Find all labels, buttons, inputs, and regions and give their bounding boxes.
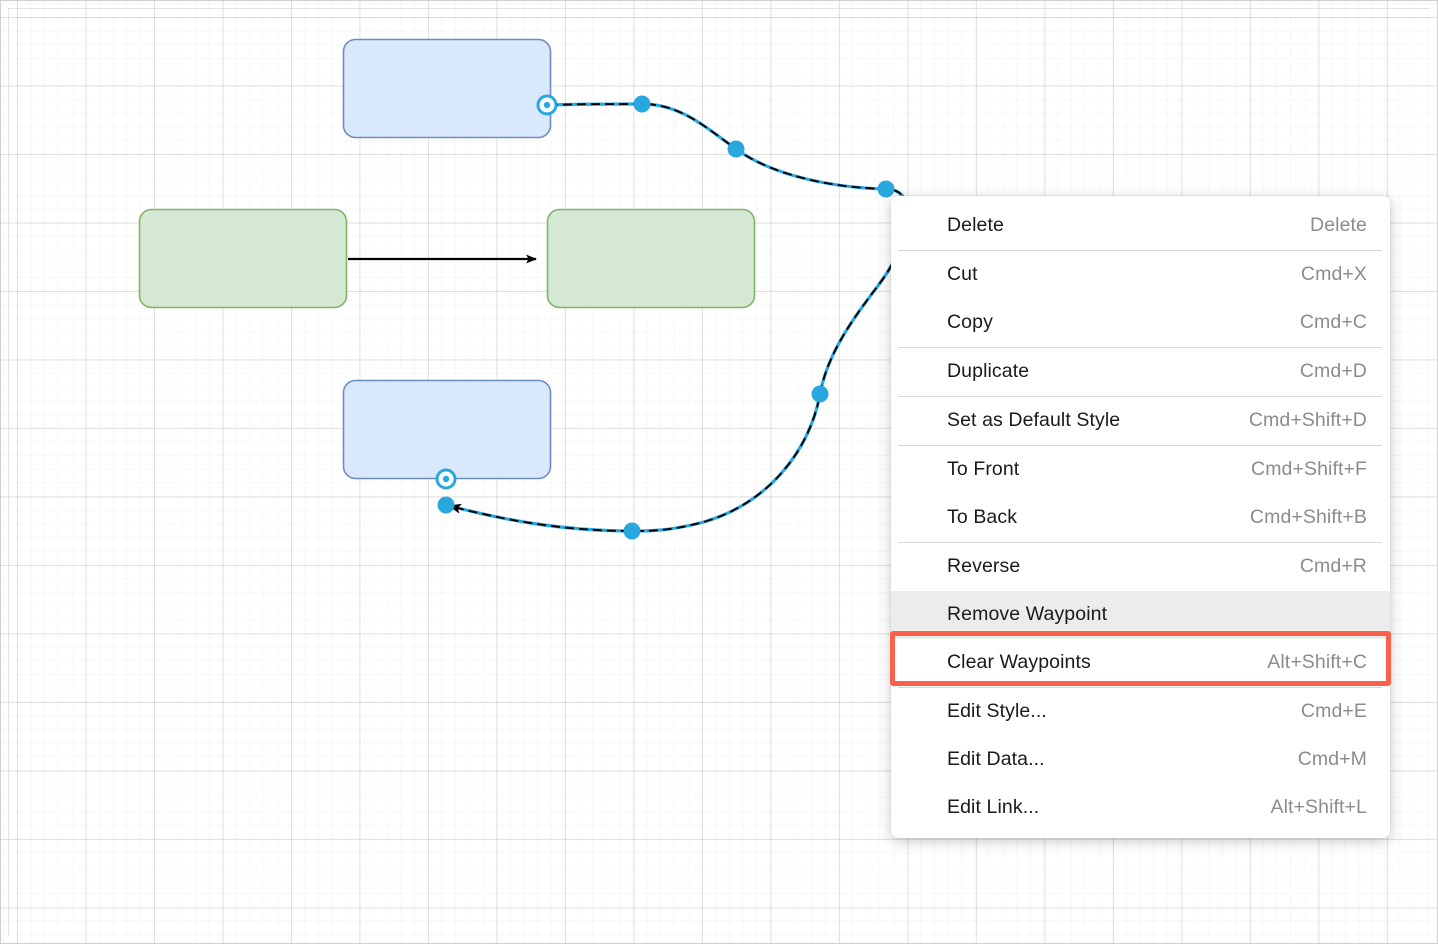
menu-item-shortcut: Alt+Shift+L — [1270, 796, 1367, 819]
edge-waypoint-handles — [437, 95, 895, 540]
menu-item-label: Edit Style... — [947, 700, 1047, 723]
menu-item-label: Duplicate — [947, 360, 1030, 383]
edge-target-endpoint-handle[interactable] — [435, 468, 457, 490]
menu-item-to-front[interactable]: To Front Cmd+Shift+F — [891, 446, 1390, 494]
menu-item-shortcut: Cmd+R — [1299, 555, 1367, 578]
menu-item-edit-link[interactable]: Edit Link... Alt+Shift+L — [891, 784, 1390, 832]
rounded-rectangle-green-left[interactable] — [138, 208, 348, 309]
menu-item-clear-waypoints[interactable]: Clear Waypoints Alt+Shift+C — [891, 639, 1390, 687]
rounded-rectangle-green-right[interactable] — [546, 208, 756, 309]
waypoint-handle[interactable] — [437, 496, 455, 514]
menu-item-label: To Front — [947, 458, 1020, 481]
menu-item-label: Edit Data... — [947, 748, 1045, 771]
menu-item-cut[interactable]: Cut Cmd+X — [891, 251, 1390, 299]
menu-item-label: Reverse — [947, 555, 1021, 578]
waypoint-handle[interactable] — [623, 522, 641, 540]
edge-context-menu[interactable]: Delete Delete Cut Cmd+X Copy Cmd+C Dupli… — [890, 196, 1391, 838]
menu-item-duplicate[interactable]: Duplicate Cmd+D — [891, 348, 1390, 396]
waypoint-handle[interactable] — [633, 95, 651, 113]
edge-source-endpoint-handle[interactable] — [536, 94, 558, 116]
menu-item-edit-style[interactable]: Edit Style... Cmd+E — [891, 688, 1390, 736]
selected-edge-path[interactable] — [448, 103, 909, 532]
menu-item-label: Clear Waypoints — [947, 651, 1091, 674]
menu-item-delete[interactable]: Delete Delete — [891, 202, 1390, 250]
menu-item-label: Copy — [947, 311, 993, 334]
menu-separator — [898, 687, 1382, 688]
menu-item-label: Delete — [947, 214, 1004, 237]
menu-item-shortcut: Cmd+M — [1297, 748, 1367, 771]
menu-item-shortcut: Cmd+C — [1299, 311, 1367, 334]
menu-item-label: Set as Default Style — [947, 409, 1121, 432]
menu-item-shortcut: Cmd+Shift+F — [1251, 458, 1367, 481]
menu-separator — [898, 347, 1382, 348]
menu-item-label: Edit Link... — [947, 796, 1040, 819]
menu-item-to-back[interactable]: To Back Cmd+Shift+B — [891, 494, 1390, 542]
menu-item-label: To Back — [947, 506, 1018, 529]
menu-item-shortcut: Cmd+E — [1300, 700, 1367, 723]
menu-item-label: Cut — [947, 263, 978, 286]
menu-item-shortcut: Cmd+Shift+B — [1249, 506, 1367, 529]
menu-item-shortcut: Cmd+X — [1300, 263, 1367, 286]
menu-item-copy[interactable]: Copy Cmd+C — [891, 299, 1390, 347]
waypoint-handle[interactable] — [877, 180, 895, 198]
menu-item-shortcut: Cmd+Shift+D — [1248, 409, 1367, 432]
menu-item-reverse[interactable]: Reverse Cmd+R — [891, 543, 1390, 591]
waypoint-handle[interactable] — [727, 140, 745, 158]
selected-curved-edge[interactable] — [435, 94, 910, 540]
menu-item-edit-data[interactable]: Edit Data... Cmd+M — [891, 736, 1390, 784]
waypoint-handle[interactable] — [811, 385, 829, 403]
menu-separator — [898, 396, 1382, 397]
menu-item-shortcut: Delete — [1310, 214, 1367, 237]
menu-item-remove-waypoint[interactable]: Remove Waypoint — [891, 591, 1390, 639]
menu-item-set-as-default-style[interactable]: Set as Default Style Cmd+Shift+D — [891, 397, 1390, 445]
shape-layer — [138, 38, 756, 480]
menu-separator — [898, 250, 1382, 251]
menu-item-shortcut: Alt+Shift+C — [1267, 651, 1367, 674]
rounded-rectangle-blue-top[interactable] — [342, 38, 552, 139]
menu-separator — [898, 445, 1382, 446]
rounded-rectangle-blue-bottom[interactable] — [342, 379, 552, 480]
menu-item-shortcut: Cmd+D — [1299, 360, 1367, 383]
menu-separator — [898, 542, 1382, 543]
menu-item-label: Remove Waypoint — [947, 603, 1108, 626]
